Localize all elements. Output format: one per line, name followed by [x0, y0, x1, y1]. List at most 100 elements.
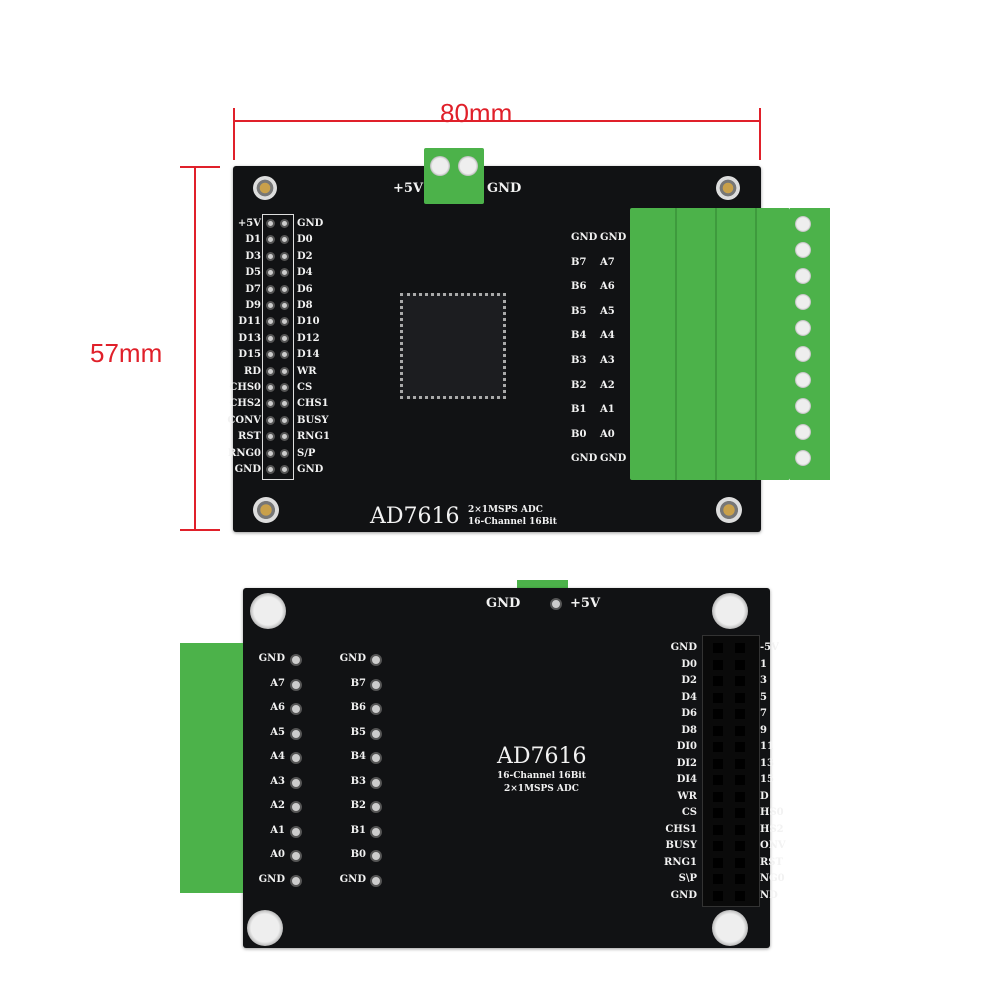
analog-pad-icon	[290, 801, 302, 813]
header-pin-label: CONV	[227, 414, 261, 426]
header-pin-icon	[280, 317, 289, 327]
header-pin-label: 13	[760, 757, 774, 769]
header-pin-label: D8	[681, 724, 697, 736]
header-pin-label: ONV	[760, 840, 786, 851]
header-pin-icon	[280, 415, 289, 425]
terminal-divider	[755, 208, 757, 480]
header-pin-label: 1	[760, 658, 767, 670]
header-socket-icon	[713, 758, 723, 769]
header-pin-label: CS	[297, 382, 313, 393]
analog-input-label: A6	[270, 702, 285, 713]
header-pin-label: GND	[297, 218, 324, 229]
terminal-screw-icon	[458, 156, 478, 176]
header-pin-label: GND	[297, 464, 324, 475]
terminal-divider	[715, 208, 717, 480]
width-dimension-tick-right	[759, 108, 761, 160]
analog-input-label: A0	[270, 849, 285, 860]
header-pin-label: CHS0	[229, 382, 261, 393]
top-subtitle-line2: 16-Channel 16Bit	[468, 517, 557, 527]
top-subtitle-line1: 2×1MSPS ADC	[468, 505, 543, 515]
header-pin-icon	[266, 383, 275, 392]
header-pin-label: 15	[760, 774, 774, 785]
analog-pad-icon	[370, 801, 382, 813]
terminal-screw-icon	[795, 242, 811, 258]
analog-input-label: A7	[600, 256, 615, 268]
header-pin-label: D4	[297, 267, 313, 279]
header-pin-label: 7	[760, 708, 767, 719]
header-pin-icon	[266, 350, 275, 360]
header-pin-icon	[280, 383, 289, 392]
header-pin-label: DI2	[676, 757, 697, 769]
analog-input-label: A1	[600, 404, 615, 416]
header-pin-icon	[266, 219, 275, 228]
header-socket-icon	[735, 775, 745, 785]
header-pin-label: D6	[297, 283, 313, 295]
header-pin-icon	[266, 301, 275, 310]
analog-input-label: B7	[350, 677, 366, 689]
bottom-terminal-block	[180, 643, 243, 893]
analog-input-label: A2	[600, 379, 615, 391]
header-socket-icon	[735, 841, 745, 851]
header-pin-label: CS	[681, 807, 697, 818]
header-pin-label: RST	[238, 431, 261, 443]
header-socket-icon	[713, 725, 723, 736]
header-pin-label: ND	[760, 889, 778, 901]
header-socket-icon	[713, 742, 723, 752]
header-pin-label: DI4	[676, 774, 697, 785]
header-pin-icon	[266, 399, 275, 409]
header-pin-icon	[266, 317, 275, 327]
mounting-hole	[253, 497, 279, 523]
header-socket-icon	[735, 676, 745, 686]
header-pin-label: GND	[670, 889, 697, 901]
analog-input-label: B4	[350, 751, 366, 762]
terminal-divider	[675, 208, 677, 480]
analog-pad-icon	[370, 825, 382, 838]
analog-pad-icon	[370, 727, 382, 740]
terminal-screw-icon	[795, 346, 811, 362]
header-pin-label: D4	[681, 691, 697, 703]
analog-input-label: B3	[350, 775, 366, 787]
analog-pad-icon	[290, 850, 302, 862]
header-socket-icon	[713, 659, 723, 670]
analog-input-label: GND	[600, 232, 627, 243]
analog-input-label: B5	[571, 305, 587, 317]
terminal-screw-icon	[795, 424, 811, 440]
header-pin-label: 3	[760, 675, 767, 686]
header-socket-icon	[713, 890, 723, 901]
header-socket-icon	[735, 659, 745, 670]
header-socket-icon	[735, 890, 745, 901]
analog-input-label: B0	[571, 428, 587, 440]
header-pin-label: DI0	[676, 741, 697, 752]
header-socket-icon	[735, 758, 745, 769]
analog-input-label: B7	[571, 256, 587, 268]
header-pin-label: D13	[238, 332, 261, 344]
header-pin-label: -5V	[760, 642, 779, 653]
analog-pad-icon	[290, 825, 302, 838]
terminal-screw-icon	[795, 294, 811, 310]
analog-pad-icon	[290, 776, 302, 789]
header-socket-icon	[735, 709, 745, 719]
terminal-screw-icon	[795, 372, 811, 388]
header-pin-label: +5V	[237, 218, 261, 229]
header-pin-label: S\P	[678, 873, 697, 884]
height-dimension-tick-bottom	[180, 529, 220, 531]
header-pin-label: D7	[245, 283, 261, 295]
header-pin-label: D8	[297, 300, 313, 311]
header-socket-icon	[713, 643, 723, 653]
analog-input-label: B1	[571, 404, 587, 416]
analog-pad-icon	[370, 703, 382, 715]
header-pin-icon	[280, 219, 289, 228]
header-pin-label: BUSY	[297, 414, 329, 426]
header-pin-label: CHS1	[665, 823, 697, 835]
analog-input-label: A3	[270, 775, 285, 787]
header-pin-label: D6	[681, 708, 697, 719]
header-pin-icon	[280, 284, 289, 294]
analog-input-label: B3	[571, 355, 587, 366]
analog-input-label: B5	[350, 726, 366, 738]
header-pin-label: 5	[760, 691, 767, 703]
analog-pad-icon	[370, 654, 382, 666]
top-power-plus-label: +5V	[393, 181, 424, 196]
analog-input-label: GND	[571, 232, 598, 243]
header-socket-icon	[713, 791, 723, 802]
header-socket-icon	[713, 692, 723, 703]
